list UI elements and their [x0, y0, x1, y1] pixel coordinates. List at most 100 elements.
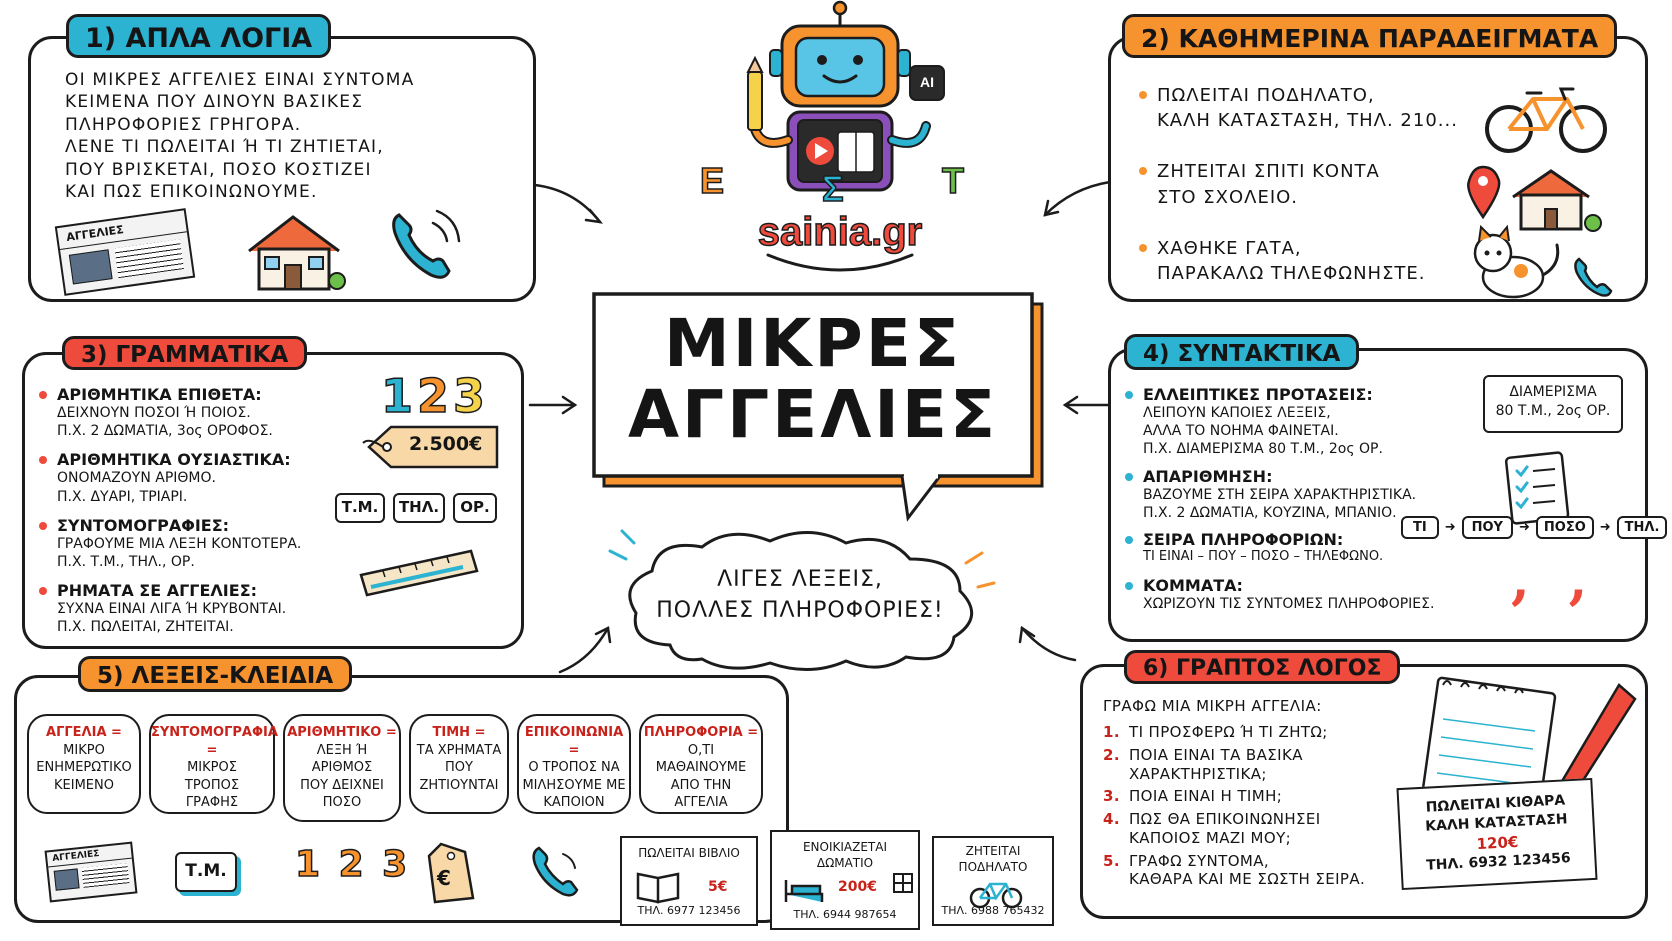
ad-book: ΠΩΛΕΙΤΑΙ ΒΙΒΛΙΟ 5€ ΤΗΛ. 6977 123456	[620, 836, 758, 926]
window-icon	[893, 873, 913, 893]
robot-letter-t: Τ	[941, 159, 965, 202]
keyword-pliroforia: ΠΛΗΡΟΦΟΡΙΑ =Ο,ΤΙ ΜΑΘΑΙΝΟΥΜΕ ΑΠΟ ΤΗΝ ΑΓΓΕ…	[639, 714, 763, 814]
robot-logo: AI Ε Σ Τ sainia.gr	[690, 0, 990, 290]
number-3: 3	[452, 368, 490, 424]
flow-step-ti: ΤΙ	[1401, 515, 1439, 539]
flow-step-pou: ΠΟΥ	[1461, 515, 1513, 539]
arrow-panel5	[558, 626, 610, 674]
grammar-item-2: ΑΡΙΘΜΗΤΙΚΑ ΟΥΣΙΑΣΤΙΚΑ:ΟΝΟΜΑΖΟΥΝ ΑΡΙΘΜΟ. …	[39, 450, 359, 505]
abbr-or: ΟΡ.	[453, 493, 497, 523]
flow-arrow-icon: ➜	[1599, 519, 1611, 535]
syntax-item-3: ΣΕΙΡΑ ΠΛΗΡΟΦΟΡΙΩΝ:ΤΙ ΕΙΝΑΙ – ΠΟΥ – ΠΟΣΟ …	[1125, 530, 1505, 566]
cloud-text: ΛΙΓΕΣ ΛΕΞΕΙΣ, ΠΟΛΛΕΣ ΠΛΗΡΟΦΟΡΙΕΣ!	[640, 565, 960, 627]
keyword-numbers: 1 2 3	[294, 843, 411, 886]
ruler-icon	[359, 549, 479, 597]
robot-letter-e: Ε	[699, 159, 725, 202]
step-3: 3.ΠΟΙΑ ΕΙΝΑΙ Η ΤΙΜΗ;	[1103, 787, 1283, 806]
abbr-til: ΤΗΛ.	[393, 493, 445, 523]
example-house: ΖΗΤΕΙΤΑΙ ΣΠΙΤΙ ΚΟΝΤΑ ΣΤΟ ΣΧΟΛΕΙΟ.	[1139, 159, 1469, 209]
panel-grammar: ΑΡΙΘΜΗΤΙΚΑ ΕΠΙΘΕΤΑ:ΔΕΙΧΝΟΥΝ ΠΟΣΟΙ Ή ΠΟΙΟ…	[22, 352, 524, 649]
number-2: 2	[416, 368, 454, 424]
ad-book-phone: ΤΗΛ. 6977 123456	[637, 903, 741, 917]
panel6-title: 6) ΓΡΑΠΤΟΣ ΛΟΓΟΣ	[1124, 650, 1401, 684]
phone-icon	[392, 209, 461, 279]
arrow-panel1	[533, 183, 602, 224]
center-title-line2: ΑΓΓΕΛΙΕΣ	[627, 376, 999, 454]
panel-syntax: ΕΛΛΕΙΠΤΙΚΕΣ ΠΡΟΤΑΣΕΙΣ:ΛΕΙΠΟΥΝ ΚΑΠΟΙΕΣ ΛΕ…	[1108, 348, 1668, 642]
panel1-text: ΟΙ ΜΙΚΡΕΣ ΑΓΓΕΛΙΕΣ ΕΙΝΑΙ ΣΥΝΤΟΜΑ ΚΕΙΜΕΝΑ…	[65, 70, 415, 203]
grammar-item-3: ΣΥΝΤΟΜΟΓΡΑΦΙΕΣ:ΓΡΑΦΟΥΜΕ ΜΙΑ ΛΕΞΗ ΚΟΝΤΟΤΕ…	[39, 516, 359, 571]
step-1: 1.ΤΙ ΠΡΟΣΦΕΡΩ Ή ΤΙ ΖΗΤΩ;	[1103, 723, 1328, 741]
center-title-line1: ΜΙΚΡΕΣ	[664, 305, 962, 382]
bed-icon	[784, 880, 824, 902]
info-order-flow: ΤΙ ➜ ΠΟΥ ➜ ΠΟΣΟ ➜ ΤΗΛ.	[1401, 513, 1668, 541]
arrow-panel6	[1020, 626, 1077, 662]
arrow-panel2	[1043, 180, 1112, 217]
syntax-item-4: ΚΟΜΜΑΤΑ:ΧΩΡΙΖΟΥΝ ΤΙΣ ΣΥΝΤΟΜΕΣ ΠΛΗΡΟΦΟΡΙΕ…	[1125, 576, 1505, 613]
location-house-icon	[1467, 165, 1602, 232]
syntax-item-2: ΑΠΑΡΙΘΜΗΣΗ:ΒΑΖΟΥΜΕ ΣΤΗ ΣΕΙΡΑ ΧΑΡΑΚΤΗΡΙΣΤ…	[1125, 467, 1505, 522]
step-5: 5.ΓΡΑΦΩ ΣΥΝΤΟΜΑ, ΚΑΘΑΡΑ ΚΑΙ ΜΕ ΣΩΣΤΗ ΣΕΙ…	[1103, 851, 1366, 889]
ad-book-text: ΠΩΛΕΙΤΑΙ ΒΙΒΛΙΟ	[638, 846, 740, 860]
example-cat: ΧΑΘΗΚΕ ΓΑΤΑ, ΠΑΡΑΚΑΛΩ ΤΗΛΕΦΩΝΗΣΤΕ.	[1139, 236, 1469, 286]
ad-book-price: 5€	[708, 879, 728, 895]
panel-keywords: ΑΓΓΕΛΙΑ =ΜΙΚΡΟ ΕΝΗΜΕΡΩΤΙΚΟ ΚΕΙΜΕΝΟ ΣΥΝΤΟ…	[14, 675, 789, 923]
house-icon	[248, 215, 346, 291]
small-bicycle-icon	[969, 882, 1023, 909]
robot-letter-s: Σ	[821, 167, 844, 210]
grammar-item-4: ΡΗΜΑΤΑ ΣΕ ΑΓΓΕΛΙΕΣ:ΣΥΧΝΑ ΕΙΝΑΙ ΛΙΓΑ Ή ΚΡ…	[39, 581, 359, 636]
euro-symbol: €	[437, 866, 451, 890]
panel-everyday-examples: ΠΩΛΕΙΤΑΙ ΠΟΔΗΛΑΤΟ, ΚΑΛΗ ΚΑΤΑΣΤΑΣΗ, ΤΗΛ. …	[1108, 36, 1648, 302]
ellipsis-example-note: ΔΙΑΜΕΡΙΣΜΑ 80 Τ.Μ., 2ος ΟΡ.	[1483, 375, 1623, 433]
keyword-timi: ΤΙΜΗ =ΤΑ ΧΡΗΜΑΤΑ ΠΟΥ ΖΗΤΙΟΥΝΤΑΙ	[409, 714, 509, 814]
abbr-tm: Τ.Μ.	[335, 493, 385, 523]
brand-logo[interactable]: sainia.gr	[757, 209, 923, 255]
panel1-title: 1) ΑΠΛΑ ΛΟΓΙΑ	[66, 14, 332, 58]
panel2-list: ΠΩΛΕΙΤΑΙ ΠΟΔΗΛΑΤΟ, ΚΑΛΗ ΚΑΤΑΣΤΑΣΗ, ΤΗΛ. …	[1139, 83, 1469, 286]
cloud-line2: ΠΟΛΛΕΣ ΠΛΗΡΟΦΟΡΙΕΣ!	[656, 597, 944, 623]
ad-bicycle-text: ΖΗΤΕΙΤΑΙ ΠΟΔΗΛΑΤΟ	[958, 844, 1028, 874]
grammar-item-1: ΑΡΙΘΜΗΤΙΚΑ ΕΠΙΘΕΤΑ:ΔΕΙΧΝΟΥΝ ΠΟΣΟΙ Ή ΠΟΙΟ…	[39, 385, 359, 440]
keyword-phone-icon	[532, 846, 579, 897]
keyword-abbr-card: Τ.Μ.	[175, 852, 237, 892]
center-title-box: ΜΙΚΡΕΣ ΑΓΓΕΛΙΕΣ	[590, 290, 1050, 522]
ad-room-text: ΕΝΟΙΚΙΑΖΕΤΑΙ ΔΩΜΑΤΙΟ	[802, 840, 888, 870]
price-tag-icon	[362, 425, 499, 469]
flow-step-poso: ΠΟΣΟ	[1535, 515, 1594, 539]
ad-room: ΕΝΟΙΚΙΑΖΕΤΑΙ ΔΩΜΑΤΙΟ 200€ ΤΗΛ. 6944 9876…	[770, 830, 920, 930]
keyword-syntomografia: ΣΥΝΤΟΜΟΓΡΑΦΙΑ =ΜΙΚΡΟΣ ΤΡΟΠΟΣ ΓΡΑΦΗΣ	[149, 714, 278, 814]
cat-phone-icon	[1473, 224, 1613, 299]
flow-step-til: ΤΗΛ.	[1616, 515, 1668, 539]
keyword-newspaper-icon: ΑΓΓΕΛΙΕΣ	[44, 841, 138, 903]
robot-icon	[746, 0, 945, 272]
price-tag-label: 2.500€	[409, 433, 483, 455]
panel3-list: ΑΡΙΘΜΗΤΙΚΑ ΕΠΙΘΕΤΑ:ΔΕΙΧΝΟΥΝ ΠΟΣΟΙ Ή ΠΟΙΟ…	[39, 385, 359, 637]
ad-bicycle-phone: ΤΗΛ. 6988 765432	[941, 903, 1045, 917]
center-title: ΜΙΚΡΕΣ ΑΓΓΕΛΙΕΣ	[594, 308, 1032, 451]
bicycle-icon	[1485, 87, 1607, 153]
step-2: 2.ΠΟΙΑ ΕΙΝΑΙ ΤΑ ΒΑΣΙΚΑ ΧΑΡΑΚΤΗΡΙΣΤΙΚΑ;	[1103, 745, 1303, 783]
commas-icon: , ,	[1511, 547, 1598, 611]
number-1: 1	[380, 368, 418, 424]
cloud-line1: ΛΙΓΕΣ ΛΕΞΕΙΣ,	[717, 567, 883, 592]
bottom-ads: ΠΩΛΕΙΤΑΙ ΒΙΒΛΙΟ 5€ ΤΗΛ. 6977 123456 ΕΝΟΙ…	[620, 830, 1060, 934]
ad-room-phone: ΤΗΛ. 6944 987654	[793, 907, 897, 921]
numbers-123: 123	[380, 368, 490, 424]
panel6-steps: 1.ΤΙ ΠΡΟΣΦΕΡΩ Ή ΤΙ ΖΗΤΩ; 2.ΠΟΙΑ ΕΙΝΑΙ ΤΑ…	[1103, 723, 1403, 893]
keyword-epikoinonia: ΕΠΙΚΟΙΝΩΝΙΑ =Ο ΤΡΟΠΟΣ ΝΑ ΜΙΛΗΣΟΥΜΕ ΜΕ ΚΑ…	[517, 714, 631, 814]
cloud-callout: ΛΙΓΕΣ ΛΕΞΕΙΣ, ΠΟΛΛΕΣ ΠΛΗΡΟΦΟΡΙΕΣ!	[608, 525, 1000, 675]
keyword-aggelia: ΑΓΓΕΛΙΑ =ΜΙΚΡΟ ΕΝΗΜΕΡΩΤΙΚΟ ΚΕΙΜΕΝΟ	[27, 714, 141, 814]
example-bicycle: ΠΩΛΕΙΤΑΙ ΠΟΔΗΛΑΤΟ, ΚΑΛΗ ΚΑΤΑΣΤΑΣΗ, ΤΗΛ. …	[1139, 83, 1469, 133]
syntax-item-1: ΕΛΛΕΙΠΤΙΚΕΣ ΠΡΟΤΑΣΕΙΣ:ΛΕΙΠΟΥΝ ΚΑΠΟΙΕΣ ΛΕ…	[1125, 385, 1505, 459]
flow-arrow-icon: ➜	[1444, 519, 1456, 535]
step-4: 4.ΠΩΣ ΘΑ ΕΠΙΚΟΙΝΩΝΗΣΕΙ ΚΑΠΟΙΟΣ ΜΑΖΙ ΜΟΥ;	[1103, 810, 1321, 847]
panel-written-speech: ΓΡΑΦΩ ΜΙΑ ΜΙΚΡΗ ΑΓΓΕΛΙΑ: 1.ΤΙ ΠΡΟΣΦΕΡΩ Ή…	[1080, 664, 1648, 919]
panel5-title: 5) ΛΕΞΕΙΣ-ΚΛΕΙΔΙΑ	[78, 656, 353, 692]
panel3-title: 3) ΓΡΑΜΜΑΤΙΚΑ	[62, 336, 308, 370]
cloud-shape	[608, 529, 996, 672]
panel2-title: 2) ΚΑΘΗΜΕΡΙΝΑ ΠΑΡΑΔΕΙΓΜΑΤΑ	[1122, 14, 1618, 58]
panel-simple-words: ΟΙ ΜΙΚΡΕΣ ΑΓΓΕΛΙΕΣ ΕΙΝΑΙ ΣΥΝΤΟΜΑ ΚΕΙΜΕΝΑ…	[28, 36, 536, 302]
panel6-intro: ΓΡΑΦΩ ΜΙΑ ΜΙΚΡΗ ΑΓΓΕΛΙΑ:	[1103, 697, 1322, 715]
